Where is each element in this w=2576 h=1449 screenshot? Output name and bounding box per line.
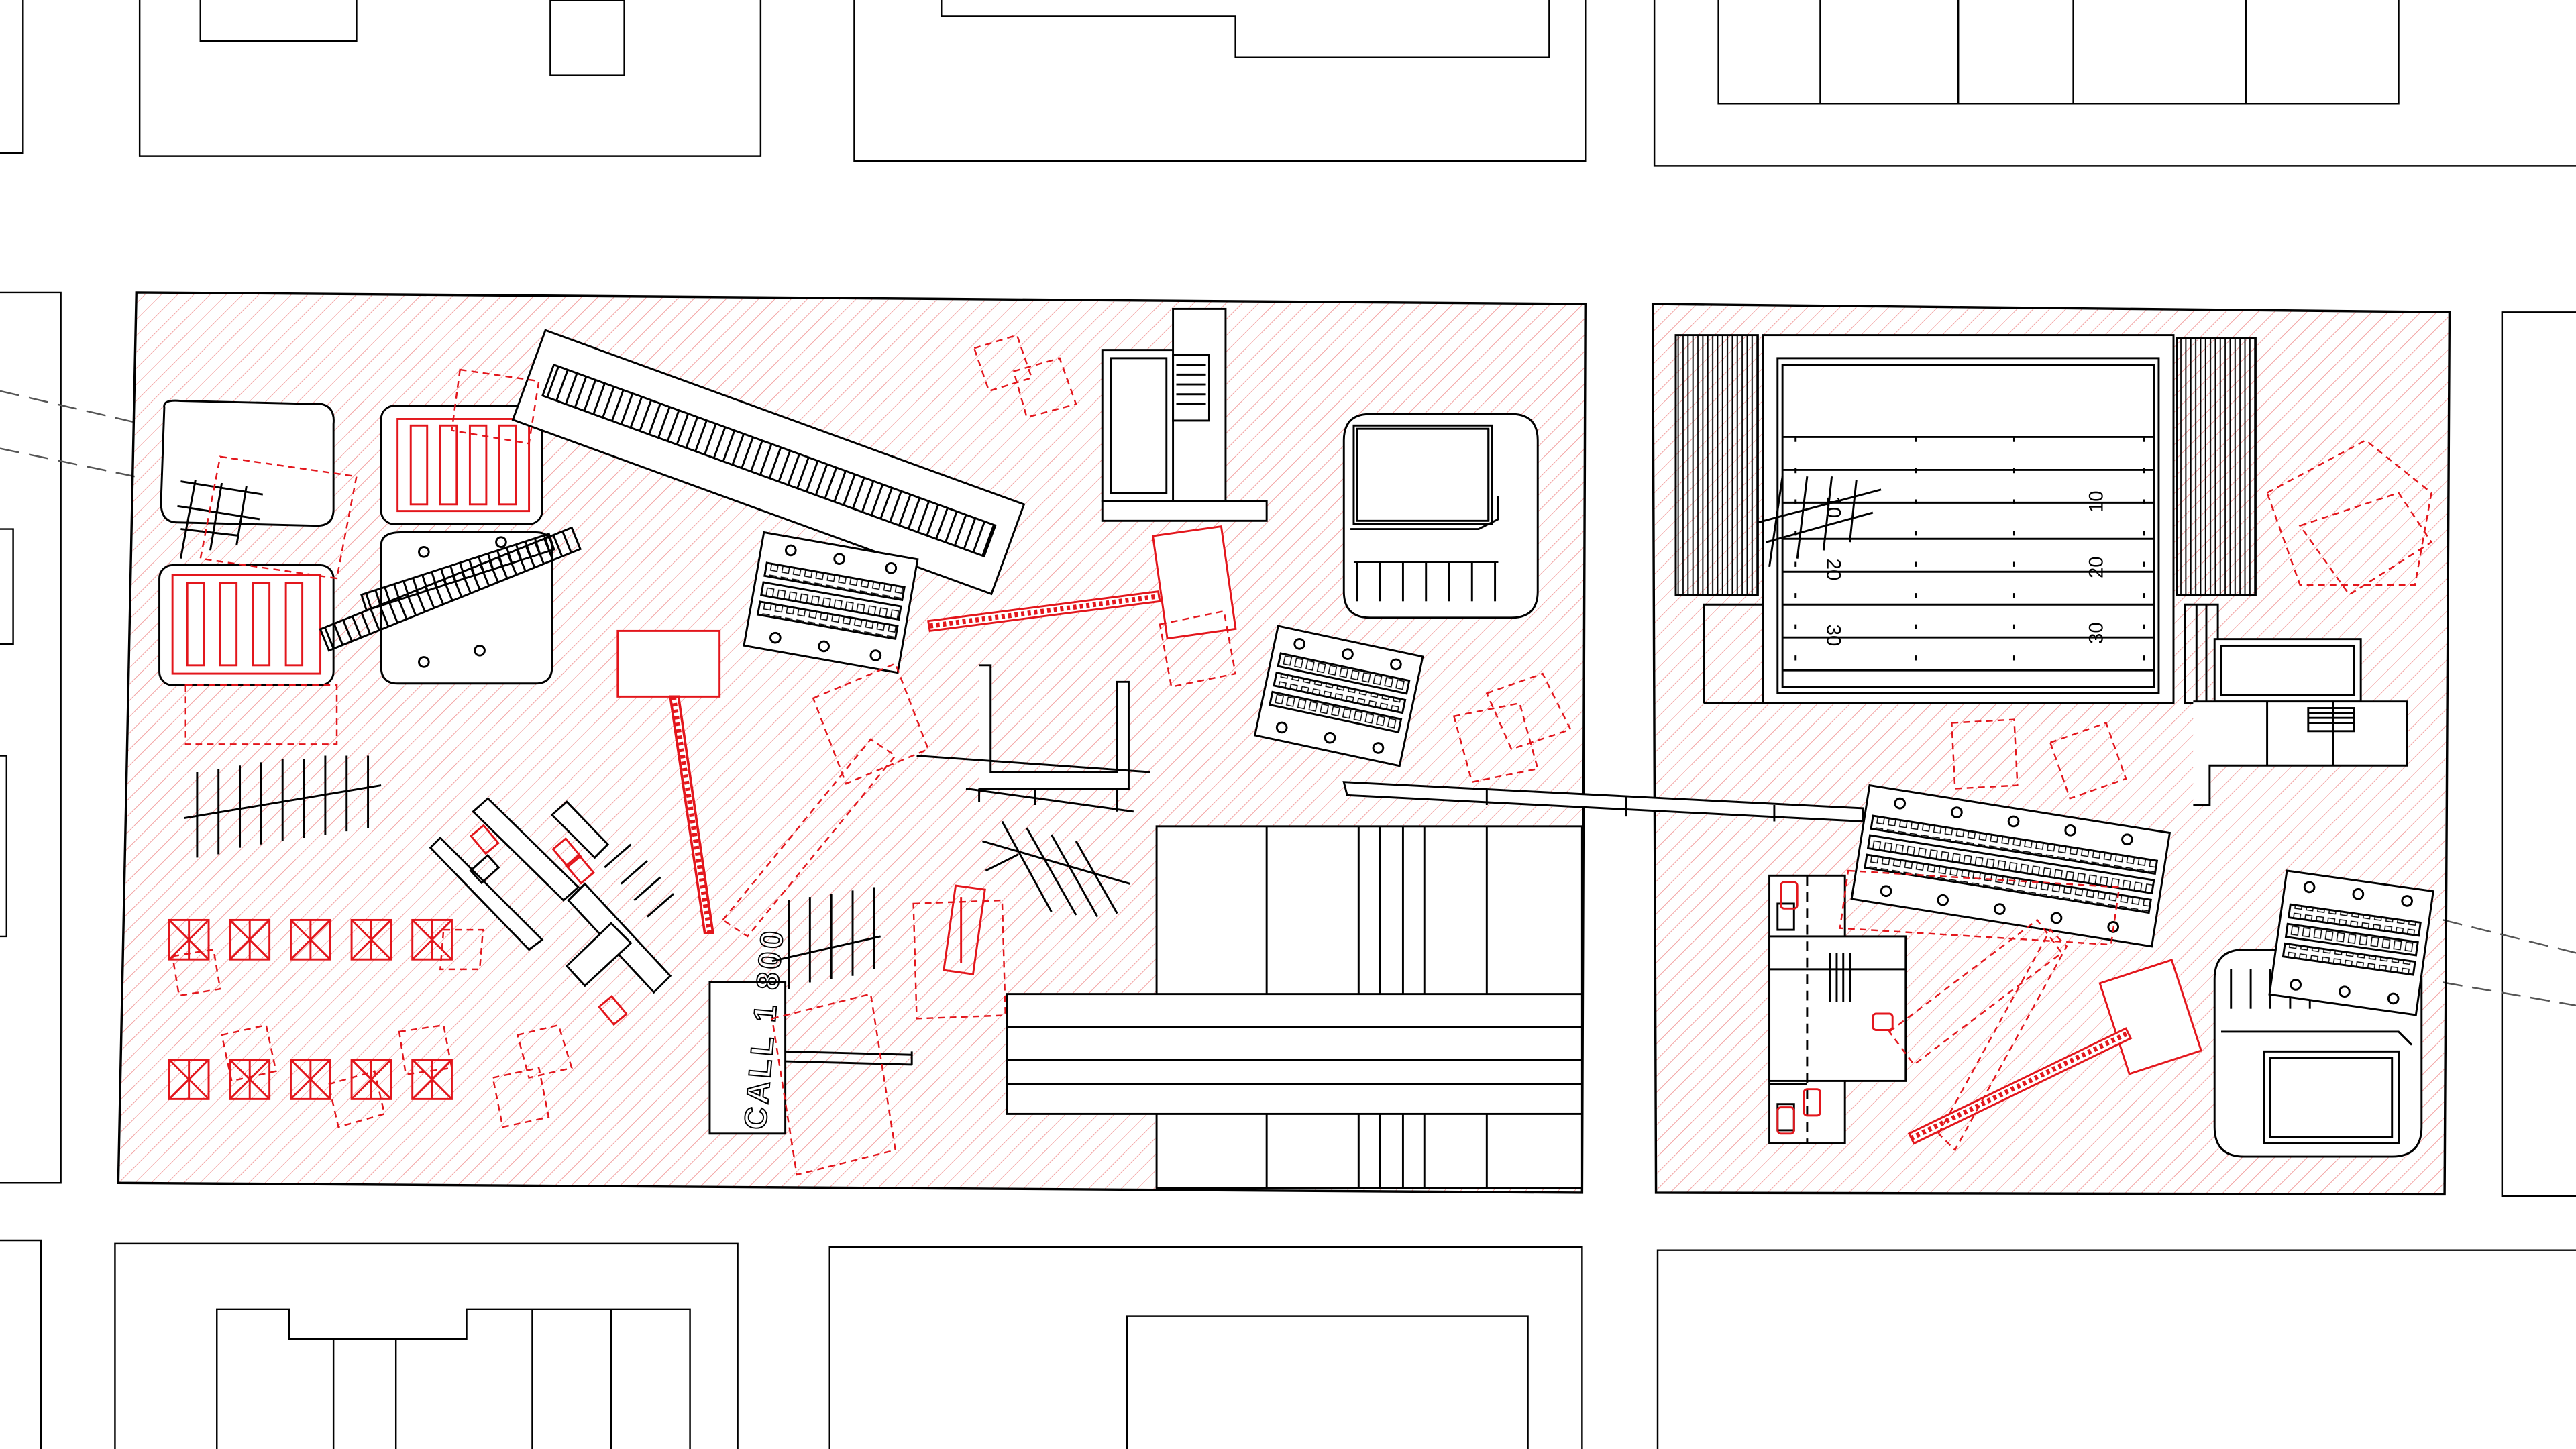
football-field bbox=[1762, 334, 2175, 704]
parking-pad-red-1 bbox=[380, 405, 543, 525]
stadium-bleachers-right bbox=[2176, 337, 2257, 596]
highway-structure bbox=[1006, 825, 1583, 1189]
stadium-bleachers-left bbox=[1674, 334, 1759, 596]
rail-crossing-block bbox=[319, 526, 582, 685]
red-ladder bbox=[943, 884, 986, 975]
red-sign-board-1 bbox=[616, 629, 721, 934]
yard-number: 20 bbox=[1822, 559, 1844, 581]
red-cars-right bbox=[1776, 881, 1894, 1135]
yard-number: 20 bbox=[2086, 556, 2108, 578]
red-cars-small bbox=[469, 824, 628, 1026]
field-fence-sketch bbox=[1758, 476, 1882, 568]
station-platform-2 bbox=[1253, 625, 1424, 767]
billboard bbox=[708, 981, 913, 1135]
city-block-bottom-middle bbox=[828, 1246, 1583, 1449]
road-intersection-cars bbox=[429, 797, 675, 994]
yard-number: 10 bbox=[1822, 496, 1844, 519]
city-block-bottom-left bbox=[0, 1239, 739, 1449]
yard-number: 30 bbox=[1822, 625, 1844, 647]
red-boxes-row-2 bbox=[168, 1059, 453, 1100]
station-platform-3 bbox=[1850, 784, 2171, 948]
city-block-top-right bbox=[1653, 0, 2576, 167]
rail-track-long bbox=[511, 329, 1026, 596]
city-block-top-left bbox=[0, 0, 762, 157]
city-block-left-edge bbox=[0, 291, 62, 1184]
yard-number: 30 bbox=[2086, 622, 2108, 644]
station-platform-1 bbox=[743, 531, 919, 674]
parking-stalls-diagonal bbox=[982, 820, 1131, 918]
parking-stalls-row bbox=[184, 755, 382, 858]
parking-stalls-angled bbox=[771, 887, 881, 989]
yard-numbers: 10 20 30 10 20 30 bbox=[1822, 490, 2107, 646]
city-block-bottom-right bbox=[1656, 1249, 2576, 1449]
red-boxes-row-1 bbox=[168, 918, 453, 961]
parking-lot-building bbox=[1342, 413, 1539, 619]
yard-number: 10 bbox=[2086, 490, 2108, 513]
small-building-right bbox=[2193, 638, 2408, 806]
city-block-right-edge bbox=[2501, 311, 2576, 1197]
parking-pad-sketch bbox=[160, 399, 335, 559]
parking-pad-red-2 bbox=[158, 564, 335, 686]
red-sign-board-3 bbox=[1907, 959, 2203, 1145]
dashed-property-line bbox=[0, 390, 2576, 1006]
loading-dock-frame bbox=[916, 664, 1150, 813]
station-platform-4 bbox=[2268, 869, 2434, 1016]
red-sign-board-2 bbox=[926, 525, 1237, 640]
road-junction-right bbox=[1768, 874, 1907, 1144]
building-with-stair bbox=[1101, 307, 1268, 522]
city-block-top-middle bbox=[853, 0, 1587, 162]
